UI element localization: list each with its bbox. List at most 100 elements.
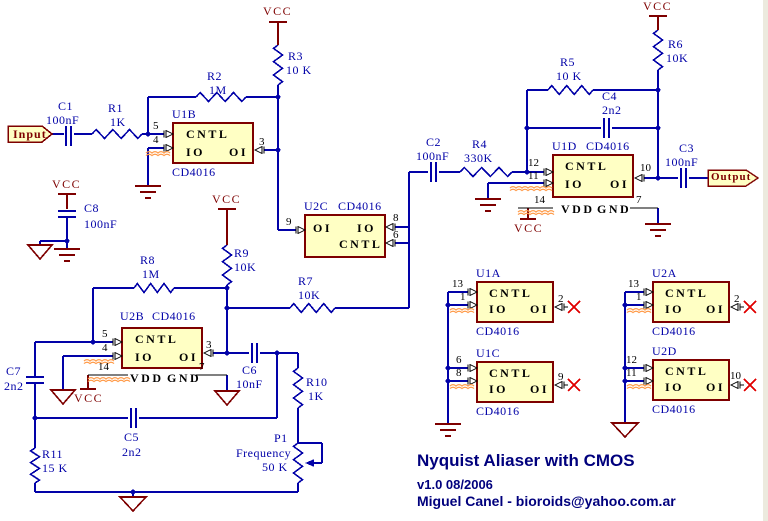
potentiometer-P1: [292, 442, 304, 484]
resistor-R3: [272, 44, 284, 86]
ref-R2: R2: [207, 69, 223, 83]
ic-box-U1D: [552, 154, 634, 198]
resistor-R8: [133, 282, 175, 294]
ic-U2A-part: CD4016: [652, 324, 696, 338]
pin-U1D-7: 7: [636, 194, 642, 206]
pin-U2B-14: 14: [98, 361, 109, 373]
ref-R10: R10: [306, 375, 328, 389]
val-R11: 15 K: [42, 461, 68, 475]
resistor-R2: [195, 91, 247, 103]
ref-C5: C5: [124, 430, 140, 444]
ic-U1D-cntl: CNTL: [565, 159, 609, 173]
pin-U1C-6: 6: [456, 354, 462, 366]
ic-U1C-cntl: CNTL: [489, 366, 533, 380]
ic-box-U1C: [476, 361, 554, 403]
ic-U2B-ref: U2B: [120, 309, 145, 323]
schematic-version: v1.0 08/2006: [417, 477, 493, 492]
val-P1: 50 K: [262, 460, 288, 474]
vcc-label-u1d: VCC: [514, 221, 544, 235]
ref-C3: C3: [679, 141, 695, 155]
pin-U1A-1: 1: [460, 291, 466, 303]
val-R10: 1K: [308, 389, 324, 403]
ref-R5: R5: [560, 55, 576, 69]
ic-U1D-vdd: VDD: [561, 202, 595, 216]
no-connect-marks: [567, 300, 757, 392]
ic-U2C-part: CD4016: [338, 199, 382, 213]
ref-C8: C8: [84, 201, 100, 215]
pin-arrows: [112, 129, 741, 390]
ic-U2C-oi: OI: [313, 221, 333, 235]
power-pin-stubs: [88, 207, 744, 386]
pin-U2B-5: 5: [102, 328, 108, 340]
ic-U1D-gnd: GND: [597, 202, 632, 216]
ic-U2A-ref: U2A: [652, 266, 677, 280]
val-C5: 2n2: [122, 445, 142, 459]
pot-wiper-arrow: [305, 459, 314, 467]
ic-box-U2B: [121, 327, 203, 369]
ic-U2A-oi: OI: [706, 302, 726, 316]
pin-U2A-13: 13: [628, 278, 639, 290]
val-R8: 1M: [142, 267, 160, 281]
erc-squiggles: [83, 151, 652, 390]
vcc-label-r9: VCC: [212, 192, 242, 206]
resistors: [29, 29, 664, 484]
resistor-R6: [652, 29, 664, 71]
ic-U2B-io: IO: [135, 350, 155, 364]
input-port-shape: [7, 125, 54, 143]
ic-U2A-io: IO: [665, 302, 685, 316]
pin-U1B-5: 5: [153, 120, 159, 132]
ic-U1C-oi: OI: [530, 382, 550, 396]
pin-U2D-11: 11: [626, 367, 637, 379]
pin-U1D-14: 14: [534, 194, 545, 206]
val-C1: 100nF: [46, 113, 80, 127]
ic-box-U2C: [304, 214, 386, 258]
ic-U1B-cntl: CNTL: [186, 127, 230, 141]
ref-R4: R4: [472, 137, 488, 151]
vcc-label-r6: VCC: [643, 0, 673, 13]
ref-R1: R1: [108, 101, 124, 115]
ic-U1A-oi: OI: [530, 302, 550, 316]
vcc-label-u2b: VCC: [74, 391, 104, 405]
val-C4: 2n2: [602, 103, 622, 117]
ref-R6: R6: [668, 37, 684, 51]
val-C3: 100nF: [665, 155, 699, 169]
ref-C2: C2: [426, 135, 442, 149]
pin-U1C-9: 9: [558, 371, 564, 383]
ic-U1C-ref: U1C: [476, 346, 501, 360]
ic-U1C-io: IO: [489, 382, 509, 396]
wires: [34, 70, 708, 497]
ic-U2C-io: IO: [357, 221, 377, 235]
pin-U2A-1: 1: [636, 291, 642, 303]
ic-U2D-cntl: CNTL: [665, 364, 709, 378]
ic-U1B-part: CD4016: [172, 165, 216, 179]
val-R7: 10K: [298, 288, 321, 302]
vcc-label-r3: VCC: [263, 4, 293, 18]
resistor-R1: [91, 128, 143, 140]
val-C6: 10nF: [236, 377, 263, 391]
val-R3: 10 K: [286, 63, 312, 77]
ic-U1B-ref: U1B: [172, 107, 197, 121]
output-port-shape: [707, 169, 760, 187]
ref-C4: C4: [602, 89, 618, 103]
pin-U2C-9: 9: [286, 216, 292, 228]
lbl-P1-frequency: Frequency: [236, 446, 292, 460]
ic-U1B-oi: OI: [229, 145, 249, 159]
schematic-author: Miguel Canel - bioroids@yahoo.com.ar: [417, 493, 676, 509]
pin-U1C-8: 8: [456, 367, 462, 379]
pin-U2B-4: 4: [102, 342, 108, 354]
input-port-label: Input: [13, 127, 47, 141]
ref-R11: R11: [42, 447, 64, 461]
ic-U2B-oi: OI: [179, 350, 199, 364]
pin-U2D-12: 12: [626, 354, 637, 366]
ref-R7: R7: [298, 274, 314, 288]
ic-box-U1B: [172, 122, 254, 164]
pin-U2D-10: 10: [730, 370, 741, 382]
pin-U1A-2: 2: [558, 293, 564, 305]
resistor-R10: [292, 367, 304, 409]
val-R2: 1M: [209, 83, 227, 97]
pin-U2C-8: 8: [393, 212, 399, 224]
val-C8: 100nF: [84, 217, 118, 231]
ic-U2B-gnd: GND: [167, 371, 202, 385]
resistor-R5: [547, 84, 594, 96]
